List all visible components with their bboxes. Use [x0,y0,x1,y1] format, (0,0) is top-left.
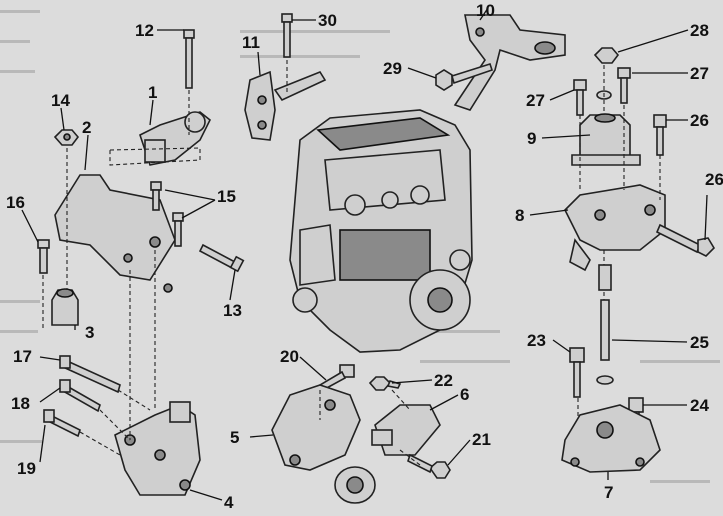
label-28: 28 [690,21,709,40]
bolt-29 [435,63,494,91]
label-19: 19 [17,459,36,478]
label-18: 18 [11,394,30,413]
label-27-right: 27 [690,64,709,83]
background-page-texture [0,10,720,483]
label-27-left: 27 [526,91,545,110]
nut-14 [53,129,80,146]
label-10: 10 [476,1,495,20]
bolt-26-top [653,114,667,156]
bolt-16 [37,239,50,274]
label-2: 2 [82,118,91,137]
label-1: 1 [148,83,157,102]
bolt-26-side [655,223,716,257]
label-26-side: 26 [705,170,723,189]
leader-lines [21,7,708,501]
part-number-labels: 12 14 1 2 16 15 13 3 17 18 19 4 30 11 10… [6,1,723,512]
label-7: 7 [604,483,613,502]
label-29: 29 [383,59,402,78]
bolt-13 [198,243,245,273]
bolt-12 [183,29,195,89]
bushing [334,466,376,504]
label-14: 14 [51,91,70,110]
label-30: 30 [318,11,337,30]
bolt-22 [368,376,402,391]
label-11: 11 [242,33,260,52]
label-23: 23 [527,331,546,350]
label-16: 16 [6,193,25,212]
bracket-part-10 [453,14,566,111]
label-8: 8 [515,206,524,225]
label-6: 6 [460,385,469,404]
label-5: 5 [230,428,239,447]
bolt-23 [569,347,585,398]
bolts-17-18-19 [43,355,121,438]
bracket-part-2 [54,174,176,293]
bolt-21 [407,453,451,479]
label-9: 9 [527,129,536,148]
bolt-30 [281,13,293,58]
bolts-15 [150,181,184,247]
label-17: 17 [13,347,32,366]
bracket-part-8 [564,184,666,272]
bracket-part-5 [271,384,361,471]
label-4: 4 [224,493,234,512]
label-24: 24 [690,396,709,415]
label-22: 22 [434,371,453,390]
base-part-7 [561,404,661,473]
stud-25 [596,264,614,385]
rubber-mount-9 [571,113,641,166]
bracket-part-6 [371,404,441,456]
center-guide-lines [319,389,421,466]
rubber-mount-3 [51,288,79,326]
bracket-part-4 [114,401,201,496]
label-3: 3 [85,323,94,342]
label-20: 20 [280,347,299,366]
label-21: 21 [472,430,491,449]
label-26-top: 26 [690,111,709,130]
label-25: 25 [690,333,709,352]
engine-block [289,109,473,353]
label-13: 13 [223,301,242,320]
bracket-part-11 [244,60,327,141]
label-15: 15 [217,187,236,206]
label-12: 12 [135,21,154,40]
nut-28 [593,47,620,64]
left-guide-lines [42,90,201,456]
